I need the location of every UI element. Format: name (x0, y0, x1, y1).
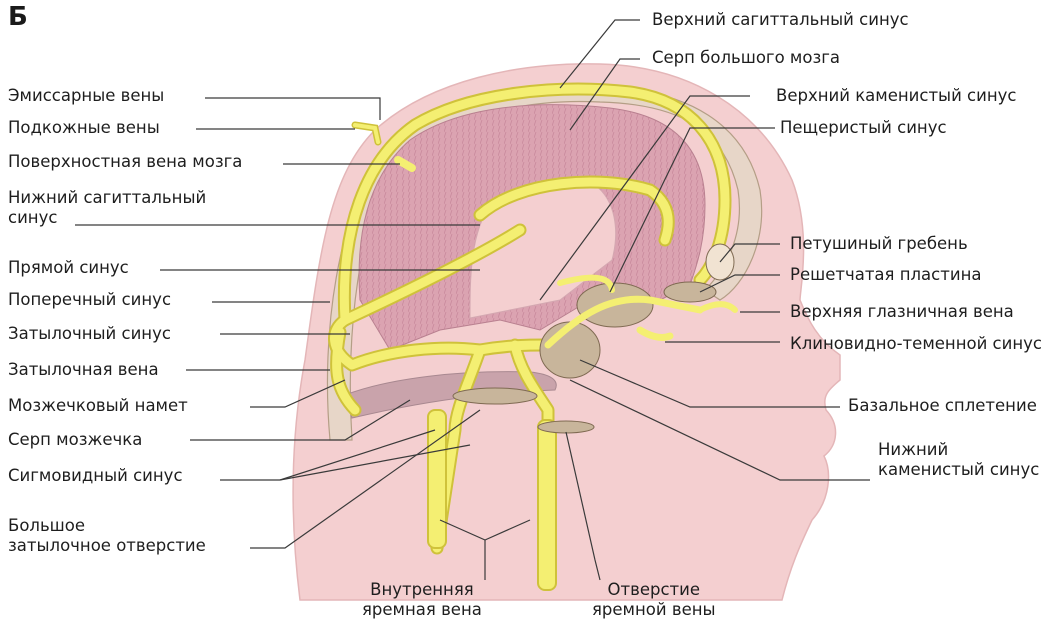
label-foramen-magnum: Большое затылочное отверстие (8, 516, 206, 556)
label-cribriform-plate: Решетчатая пластина (790, 265, 981, 285)
label-superior-petrosal-sinus: Верхний каменистый синус (776, 86, 1016, 106)
label-emissary-veins: Эмиссарные вены (8, 86, 164, 106)
label-transverse-sinus: Поперечный синус (8, 290, 171, 310)
jugular-vein-right (538, 420, 556, 590)
label-basilar-plexus: Базальное сплетение (848, 396, 1037, 416)
label-inferior-petrosal-sinus: Нижний каменистый синус (878, 440, 1039, 480)
label-sigmoid-sinus: Сигмовидный синус (8, 466, 183, 486)
label-jugular-foramen: Отверстие яремной вены (592, 580, 716, 620)
label-straight-sinus: Прямой синус (8, 258, 129, 278)
label-superior-ophthalmic-vein: Верхняя глазничная вена (790, 302, 1014, 322)
label-falx-cerebri: Серп большого мозга (652, 48, 840, 68)
label-sphenoparietal-sinus: Клиновидно-теменной синус (790, 334, 1042, 354)
label-superior-sagittal-sinus: Верхний сагиттальный синус (652, 10, 909, 30)
label-inferior-sagittal-sinus: Нижний сагиттальный синус (8, 188, 206, 228)
label-superficial-cerebral-vein: Поверхностная вена мозга (8, 152, 242, 172)
jugular-vein-left (428, 410, 446, 548)
label-internal-jugular-vein: Внутренняя яремная вена (362, 580, 482, 620)
jugular-ring (538, 421, 594, 433)
label-occipital-sinus: Затылочный синус (8, 324, 171, 344)
foramen-ring (453, 388, 537, 404)
cribriform-shape (664, 282, 716, 302)
label-subcutaneous-veins: Подкожные вены (8, 118, 160, 138)
label-crista-galli: Петушиный гребень (790, 234, 968, 254)
label-occipital-vein: Затылочная вена (8, 360, 159, 380)
label-tentorium-cerebelli: Мозжечковый намет (8, 396, 188, 416)
label-cavernous-sinus: Пещеристый синус (780, 118, 947, 138)
label-falx-cerebelli: Серп мозжечка (8, 430, 142, 450)
